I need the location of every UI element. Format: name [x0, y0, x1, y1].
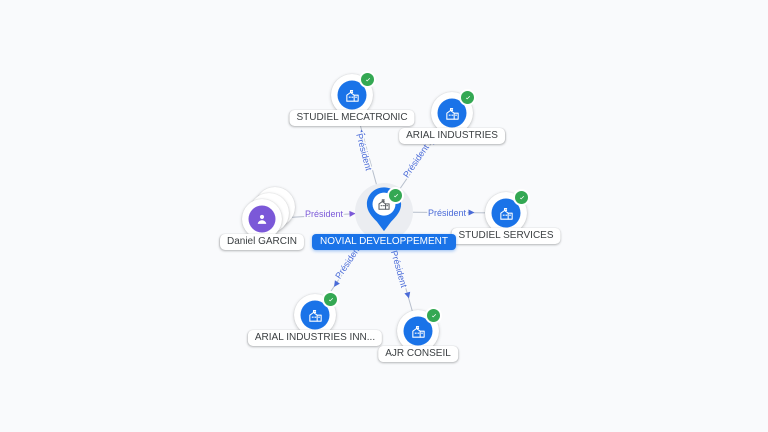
node-label[interactable]: Daniel GARCIN: [219, 234, 305, 250]
node-label[interactable]: AJR CONSEIL: [378, 346, 458, 362]
edge-label: Président: [428, 208, 467, 218]
company-avatar[interactable]: [397, 307, 442, 352]
edge-arrow-icon: [404, 291, 411, 299]
verified-badge-icon: [425, 307, 442, 324]
company-avatar[interactable]: [431, 89, 476, 134]
company-avatar[interactable]: [485, 189, 530, 234]
company-avatar[interactable]: [331, 71, 376, 116]
verified-badge-icon: [322, 291, 339, 308]
verified-badge-icon: [459, 89, 476, 106]
node-label[interactable]: STUDIEL MECATRONIC: [289, 110, 415, 126]
edge-arrow-icon: [349, 210, 356, 217]
verified-badge-icon: [359, 71, 376, 88]
edge-label: Président: [305, 209, 344, 219]
verified-badge-icon: [387, 187, 404, 204]
node-label[interactable]: ARIAL INDUSTRIES: [399, 128, 505, 144]
edge-arrow-icon: [359, 129, 366, 137]
node-label[interactable]: STUDIEL SERVICES: [451, 228, 561, 244]
center-node-label[interactable]: NOVIAL DEVELOPPEMENT: [312, 234, 456, 250]
node-label[interactable]: ARIAL INDUSTRIES INN...: [247, 330, 383, 346]
edge-arrow-icon: [468, 209, 475, 216]
edge-arrow-icon: [334, 280, 340, 287]
verified-badge-icon: [513, 189, 530, 206]
person-avatar[interactable]: [242, 199, 282, 239]
edge-label: Président: [401, 142, 431, 179]
company-avatar[interactable]: [294, 291, 339, 336]
edge-label: Président: [354, 132, 374, 172]
edge-label: Président: [389, 249, 409, 289]
person-icon: [248, 205, 276, 233]
